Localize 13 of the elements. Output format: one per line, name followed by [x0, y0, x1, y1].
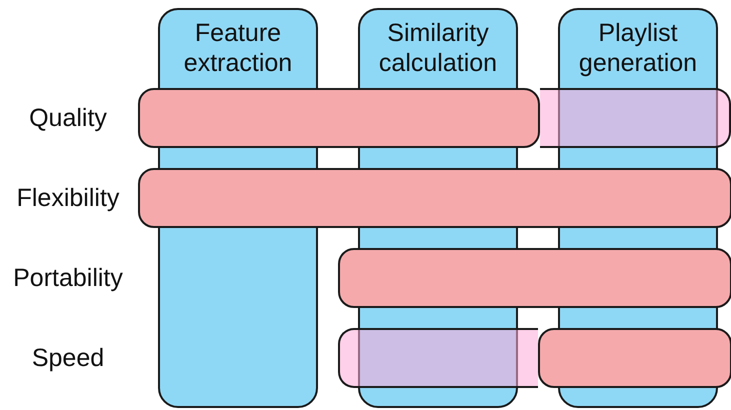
column-heading: Feature extraction [182, 18, 294, 78]
bar [138, 88, 540, 148]
bar [338, 248, 731, 308]
row-label: Flexibility [16, 183, 120, 213]
bar [338, 328, 538, 388]
bar [540, 88, 731, 148]
column-heading: Playlist generation [578, 18, 698, 78]
row-label: Quality [28, 103, 108, 133]
bar [538, 328, 731, 388]
column-heading: Similarity calculation [378, 18, 498, 78]
row-label: Portability [12, 263, 124, 293]
bar [138, 168, 731, 228]
row-label: Speed [30, 343, 106, 373]
